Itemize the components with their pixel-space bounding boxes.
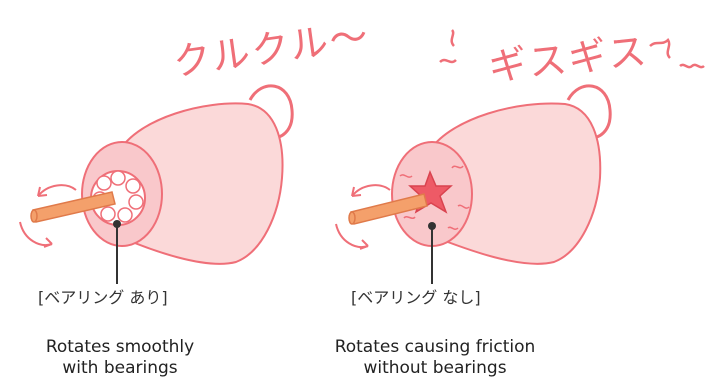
bearing-ball bbox=[118, 208, 132, 222]
squiggle-accent bbox=[650, 40, 670, 58]
bearing-ball bbox=[126, 179, 140, 193]
motor-with-bearings bbox=[20, 86, 292, 284]
label-without-bearing: [ベアリング なし] bbox=[351, 284, 481, 308]
squiggle-accent bbox=[452, 30, 454, 46]
caption-line: with bearings bbox=[20, 358, 220, 379]
bearing-ball bbox=[101, 207, 115, 221]
caption-with-bearings: Rotates smoothly with bearings bbox=[20, 337, 220, 379]
caption-line: Rotates causing friction bbox=[315, 337, 555, 358]
rotation-arrow-icon bbox=[336, 224, 368, 247]
squiggle-accent bbox=[680, 65, 704, 67]
motor-without-bearings bbox=[336, 86, 610, 284]
squiggle-accent bbox=[440, 60, 456, 62]
bearing-ball bbox=[111, 171, 125, 185]
caption-line: Rotates smoothly bbox=[20, 337, 220, 358]
caption-line: without bearings bbox=[315, 358, 555, 379]
caption-without-bearings: Rotates causing friction without bearing… bbox=[315, 337, 555, 379]
label-with-bearing: [ベアリング あり] bbox=[38, 284, 168, 308]
rotation-arrow-icon bbox=[20, 222, 52, 245]
bearing-ball bbox=[129, 195, 143, 209]
bearing-ball bbox=[97, 176, 111, 190]
